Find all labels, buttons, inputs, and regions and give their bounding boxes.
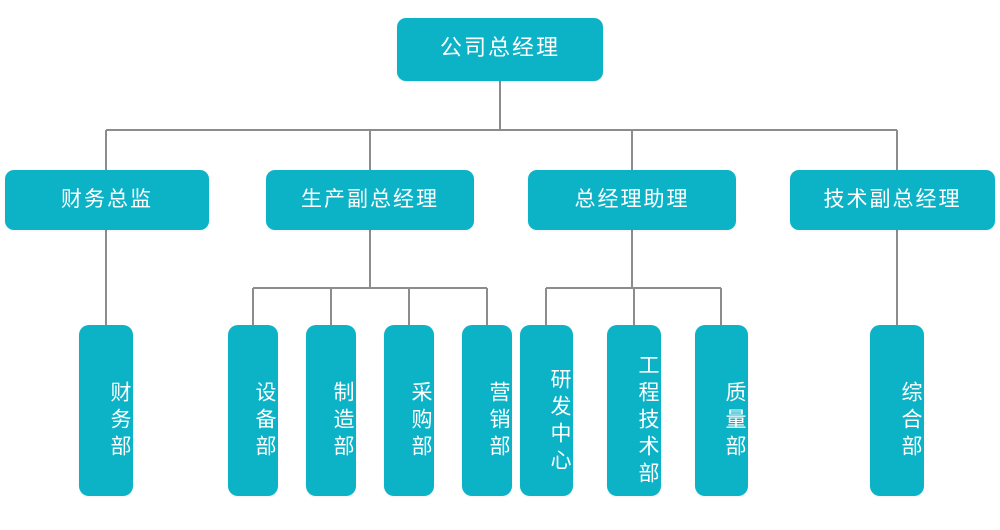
node-purchasing-dept[interactable]: 采购部 bbox=[384, 325, 434, 496]
node-technical-vp[interactable]: 技术副总经理 bbox=[790, 170, 995, 230]
node-rd-center[interactable]: 研发中心 bbox=[520, 325, 573, 496]
node-marketing-dept[interactable]: 营销部 bbox=[462, 325, 512, 496]
node-quality-dept[interactable]: 质量部 bbox=[695, 325, 748, 496]
node-finance-director[interactable]: 财务总监 bbox=[5, 170, 209, 230]
node-general-affairs-dept[interactable]: 综合部 bbox=[870, 325, 924, 496]
node-engineering-tech-dept[interactable]: 工程技术部 bbox=[607, 325, 661, 496]
node-gm-assistant[interactable]: 总经理助理 bbox=[528, 170, 736, 230]
node-finance-dept[interactable]: 财务部 bbox=[79, 325, 133, 496]
node-equipment-dept[interactable]: 设备部 bbox=[228, 325, 278, 496]
node-production-vp[interactable]: 生产副总经理 bbox=[266, 170, 474, 230]
node-manufacturing-dept[interactable]: 制造部 bbox=[306, 325, 356, 496]
node-company-general-manager[interactable]: 公司总经理 bbox=[397, 18, 603, 81]
